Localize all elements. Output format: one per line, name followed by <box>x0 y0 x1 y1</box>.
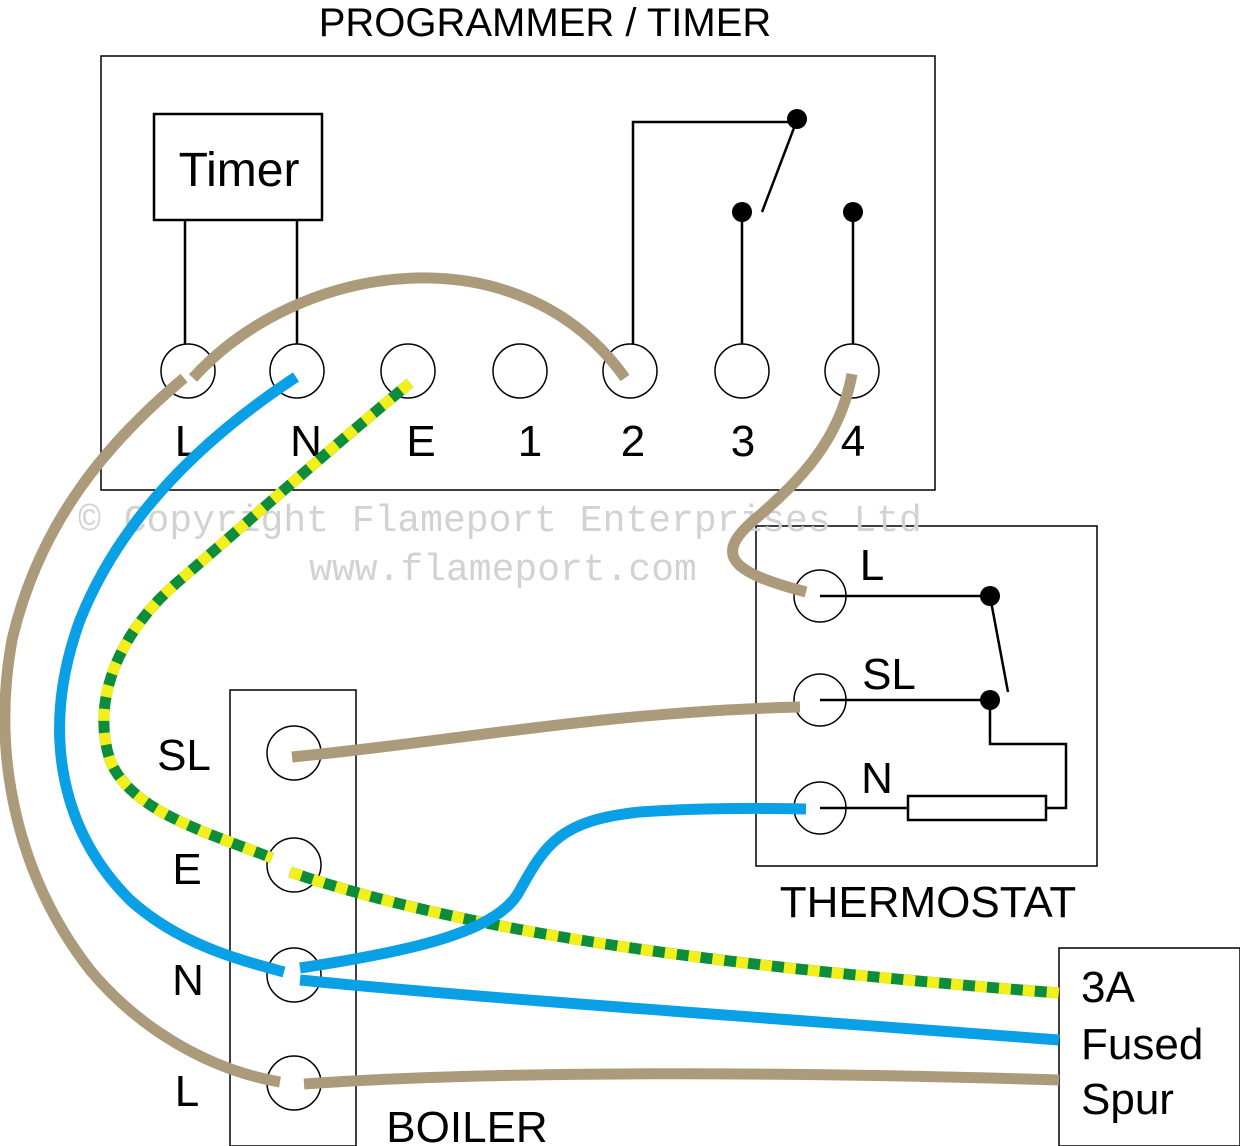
neutral-wire-programmer-to-boiler <box>54 372 300 978</box>
terminal-label-e: E <box>406 417 435 466</box>
thermostat-anticipator-wire <box>988 700 1068 810</box>
programmer-title: PROGRAMMER / TIMER <box>319 1 772 45</box>
terminal-label-2: 2 <box>621 417 645 466</box>
terminal-circle-2 <box>602 343 658 399</box>
switch-common-wire <box>631 120 797 345</box>
terminal-circle-e <box>380 343 436 399</box>
terminal-circle-1 <box>492 343 548 399</box>
switched-live-thermostat-to-boiler <box>291 701 801 763</box>
thermostat-label-n: N <box>861 754 893 803</box>
timer-label: Timer <box>179 144 300 197</box>
live-wire-programmer-to-boiler <box>0 373 281 1088</box>
earth-wire-programmer-to-boiler <box>98 378 414 864</box>
neutral-wire-boiler-to-thermostat <box>299 802 807 974</box>
neutral-wire-boiler-to-spur <box>299 974 1060 1046</box>
terminal-label-3: 3 <box>731 417 755 466</box>
programmer-terminal-labels: L N E 1 2 3 4 <box>175 417 865 466</box>
programmer-terminal-circles <box>160 343 880 399</box>
switch-arm <box>760 119 799 213</box>
fused-spur-line3: Spur <box>1081 1075 1174 1124</box>
switched-live-4-to-thermostat <box>727 373 858 598</box>
terminal-circle-3 <box>714 343 770 399</box>
earth-wire-boiler-to-spur-stripe <box>288 866 1060 999</box>
boiler-label-sl: SL <box>157 731 211 780</box>
fused-spur-line1: 3A <box>1081 963 1135 1012</box>
earth-wire-programmer-to-boiler-stripe <box>98 378 414 864</box>
terminal-label-1: 1 <box>518 417 542 466</box>
thermostat-resistor <box>906 794 1048 822</box>
boiler-title: BOILER <box>386 1103 547 1146</box>
terminal-label-4: 4 <box>841 417 865 466</box>
programmer-box <box>100 55 936 491</box>
fused-spur-box <box>1058 947 1240 1146</box>
watermark-copyright: © Copyright Flameport Enterprises Ltd <box>78 500 922 543</box>
watermark-url: www.flameport.com <box>309 549 697 592</box>
wires <box>0 272 1060 1090</box>
boiler-box <box>229 689 357 1146</box>
thermostat-switch-top-dot <box>980 586 1000 606</box>
thermostat-box <box>755 525 1098 867</box>
fused-spur-line2: Fused <box>1081 1020 1203 1069</box>
live-wire-l-to-2 <box>188 272 630 382</box>
terminal-circle-4 <box>824 343 880 399</box>
switch-pivot-dot <box>787 109 807 129</box>
live-wire-boiler-to-spur <box>303 1068 1060 1090</box>
thermostat-label-sl: SL <box>862 650 916 699</box>
boiler-label-l: L <box>175 1067 199 1116</box>
thermostat-switch-arm <box>988 595 1010 693</box>
boiler-label-e: E <box>172 845 201 894</box>
thermostat-title: THERMOSTAT <box>780 878 1077 927</box>
thermostat-label-l: L <box>860 541 884 590</box>
timer-box <box>152 112 324 222</box>
boiler-label-n: N <box>172 956 204 1005</box>
